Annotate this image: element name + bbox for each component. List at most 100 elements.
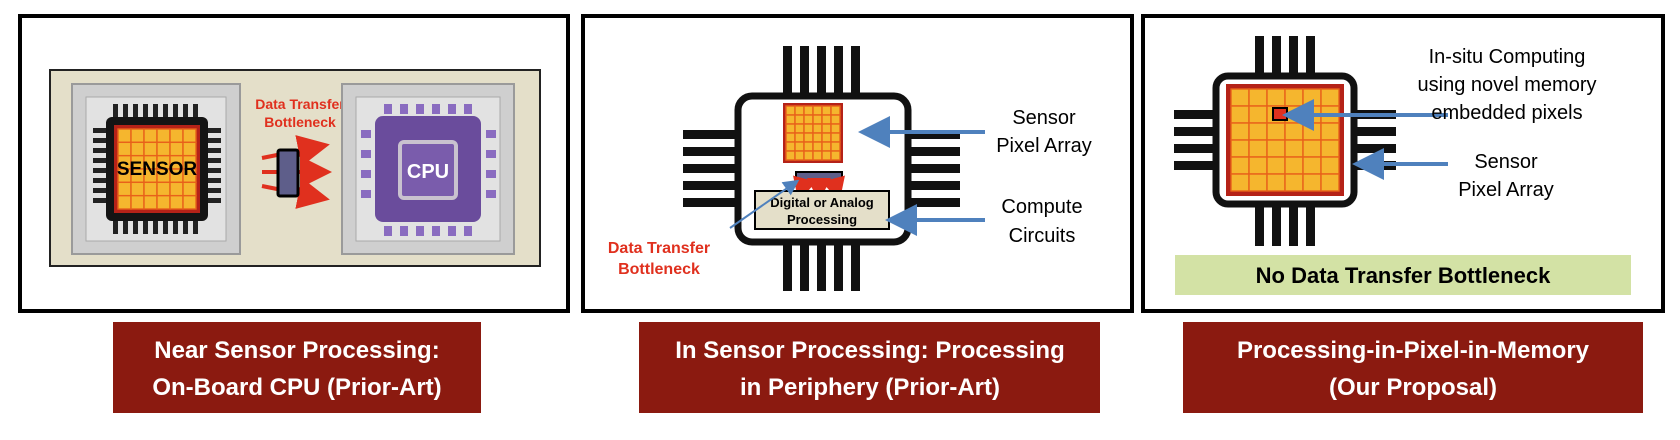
bottleneck-p1: Data Transfer Bottleneck bbox=[255, 96, 345, 209]
no-bottleneck-banner bbox=[1175, 255, 1631, 295]
pixel-cell bbox=[156, 194, 171, 210]
pixel-cell bbox=[803, 114, 814, 125]
chip-pins bbox=[683, 46, 960, 291]
pixel-cell bbox=[1320, 122, 1340, 141]
pixel-cell bbox=[830, 132, 841, 143]
pixel-cell bbox=[143, 141, 158, 157]
pixel-cell bbox=[812, 123, 823, 134]
pixel-cell bbox=[803, 141, 814, 152]
pixel-cell bbox=[1230, 156, 1250, 175]
pixel-cell bbox=[143, 128, 158, 144]
pixel-cell bbox=[1320, 156, 1340, 175]
pixel-cell bbox=[117, 194, 132, 210]
sensor-label-line1: Sensor bbox=[1012, 107, 1076, 129]
pixel-cell bbox=[803, 105, 814, 116]
pixel-cell bbox=[130, 194, 145, 210]
panel-near-sensor: SENSOR Data Transfer Bottleneck bbox=[18, 14, 570, 413]
pixel-cell bbox=[169, 194, 184, 210]
pixel-cell bbox=[156, 128, 171, 144]
pixel-cell bbox=[1248, 156, 1268, 175]
pixel-cell bbox=[143, 194, 158, 210]
pixel-cell bbox=[1230, 122, 1250, 141]
insitu-label-line2: using novel memory bbox=[1418, 74, 1597, 96]
sensor-pixel-array bbox=[117, 128, 197, 210]
pixel-cell bbox=[803, 123, 814, 134]
pixel-cell bbox=[1266, 173, 1286, 192]
pixel-cell bbox=[1266, 139, 1286, 158]
pixel-cell bbox=[156, 141, 171, 157]
pixel-cell bbox=[1248, 122, 1268, 141]
pixel-cell bbox=[821, 114, 832, 125]
cpu-module: CPU bbox=[341, 83, 515, 255]
pixel-cell bbox=[143, 181, 158, 197]
pixel-cell bbox=[812, 114, 823, 125]
cpu-core bbox=[398, 140, 458, 200]
sensor-label: SENSOR bbox=[117, 159, 198, 180]
caption-line1: Near Sensor Processing: bbox=[154, 337, 439, 364]
pixel-cell bbox=[785, 114, 796, 125]
bottleneck-label-line2: Bottleneck bbox=[618, 261, 700, 278]
cpu-pins bbox=[361, 104, 496, 236]
pixel-cell bbox=[812, 150, 823, 161]
panel-pip-in-memory: In-situ Computing using novel memory emb… bbox=[1141, 14, 1665, 413]
sensor-label-line2: Pixel Array bbox=[1458, 179, 1554, 201]
pixel-cell bbox=[182, 141, 197, 157]
bottleneck-label-line1: Data Transfer bbox=[608, 240, 710, 257]
pixel-cell bbox=[830, 105, 841, 116]
pixel-cell bbox=[821, 132, 832, 143]
pixel-cell bbox=[1248, 173, 1268, 192]
pixel-cell bbox=[182, 128, 197, 144]
pixel-cell bbox=[1284, 122, 1304, 141]
pixel-cell bbox=[785, 141, 796, 152]
pixel-cell bbox=[1302, 139, 1322, 158]
compute-label-line2: Circuits bbox=[1009, 225, 1076, 247]
transfer-connector bbox=[795, 171, 843, 182]
bottleneck-label-line1: Data Transfer bbox=[255, 96, 345, 112]
no-bottleneck-label: No Data Transfer Bottleneck bbox=[1256, 263, 1551, 288]
pixel-array bbox=[785, 105, 841, 161]
pixel-cell bbox=[821, 123, 832, 134]
pixel-cell bbox=[1230, 173, 1250, 192]
pixel-cell bbox=[169, 181, 184, 197]
pixel-cell bbox=[169, 128, 184, 144]
pixel-cell bbox=[130, 181, 145, 197]
pixel-cell bbox=[812, 132, 823, 143]
pixel-cell bbox=[130, 141, 145, 157]
bottleneck-connector bbox=[276, 148, 300, 198]
pixel-cell bbox=[1302, 156, 1322, 175]
pixel-cell bbox=[1266, 156, 1286, 175]
caption-box bbox=[113, 322, 481, 413]
cpu-label: CPU bbox=[407, 161, 449, 183]
pixel-cell bbox=[1320, 88, 1340, 107]
pixel-cell bbox=[794, 141, 805, 152]
pixel-cell bbox=[1248, 139, 1268, 158]
pixel-cell bbox=[182, 194, 197, 210]
pixel-cell bbox=[117, 141, 132, 157]
pixel-cell bbox=[794, 114, 805, 125]
sensor-label-line2: Pixel Array bbox=[996, 135, 1092, 157]
caption-line2: in Periphery (Prior-Art) bbox=[740, 374, 1000, 401]
pixel-cell bbox=[794, 150, 805, 161]
sensor-chip-pins bbox=[93, 104, 221, 234]
pixel-cell bbox=[1248, 105, 1268, 124]
memory-pixel-highlight bbox=[1272, 107, 1288, 121]
pixel-cell bbox=[1284, 139, 1304, 158]
pixel-cell bbox=[785, 150, 796, 161]
pixel-cell bbox=[812, 105, 823, 116]
pixel-cell bbox=[830, 114, 841, 125]
caption-box bbox=[639, 322, 1100, 413]
pixel-cell bbox=[1302, 88, 1322, 107]
processing-line2: Processing bbox=[787, 212, 857, 227]
pixel-cell bbox=[1248, 88, 1268, 107]
processing-line1: Digital or Analog bbox=[770, 195, 874, 210]
pixel-cell bbox=[182, 181, 197, 197]
pixel-cell bbox=[794, 132, 805, 143]
pixel-cell bbox=[1320, 139, 1340, 158]
pixel-cell bbox=[1302, 122, 1322, 141]
caption-line2: (Our Proposal) bbox=[1329, 374, 1497, 401]
pixel-cell bbox=[803, 132, 814, 143]
pixel-cell bbox=[812, 141, 823, 152]
pixel-cell bbox=[821, 141, 832, 152]
caption-line2: On-Board CPU (Prior-Art) bbox=[152, 374, 441, 401]
